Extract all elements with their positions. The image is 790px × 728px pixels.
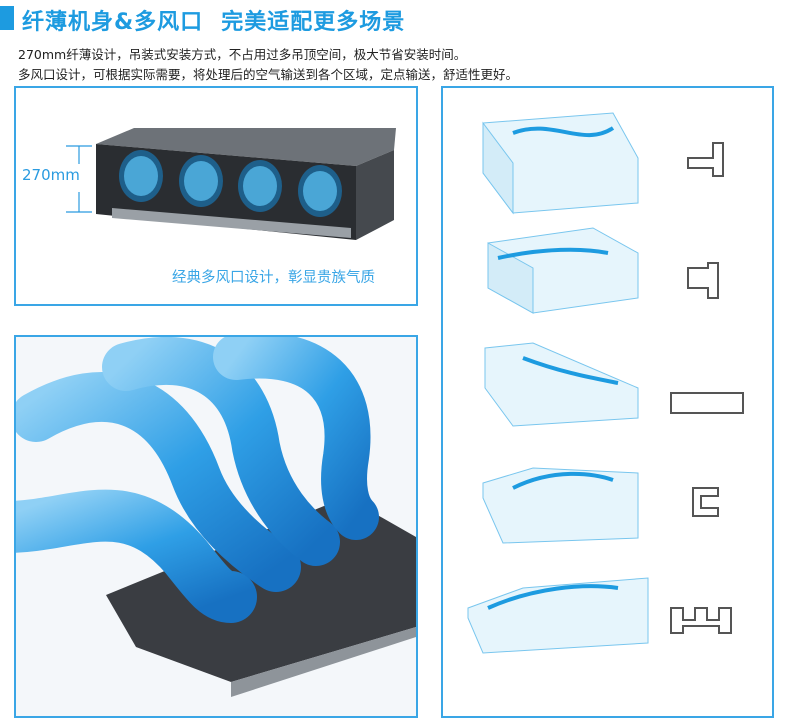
- title-accent-bar: [0, 6, 14, 30]
- title-part-2: 完美适配更多场景: [221, 10, 406, 35]
- scenario-diagrams: [467, 112, 744, 654]
- unit-height-label: 270mm: [22, 166, 80, 184]
- unit-product-panel: [14, 86, 418, 306]
- unit-caption: 经典多风口设计，彰显贵族气质: [172, 270, 375, 286]
- duct-unit-illustration: [66, 128, 396, 240]
- description-line-1: 270mm纤薄设计，吊装式安装方式，不占用过多吊顶空间，极大节省安装时间。: [18, 47, 467, 62]
- airflow-ducts-illustration: [16, 337, 416, 697]
- description-line-2: 多风口设计，可根据实际需要，将处理后的空气输送到各个区域，定点输送，舒适性更好。: [18, 67, 519, 82]
- duct-airflow-panel: [14, 335, 418, 718]
- page-title: 纤薄机身&多风口完美适配更多场景: [22, 4, 405, 36]
- title-part-1: 纤薄机身&多风口: [22, 10, 204, 35]
- installation-scenarios-panel: [441, 86, 774, 718]
